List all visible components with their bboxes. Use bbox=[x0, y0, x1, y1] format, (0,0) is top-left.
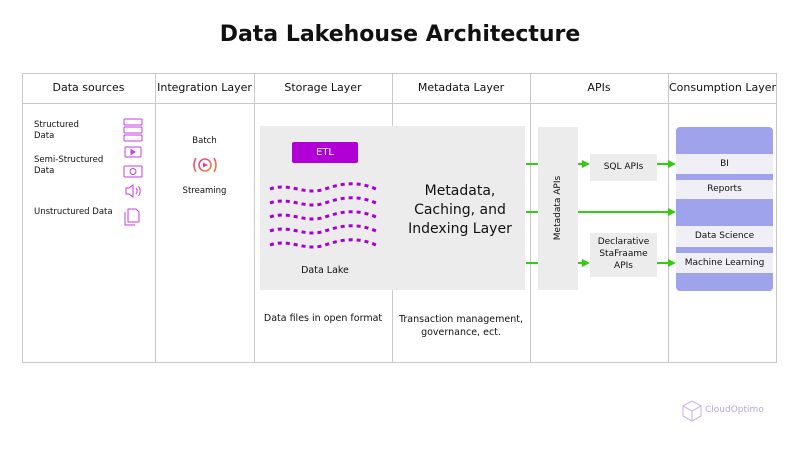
diagram-frame bbox=[22, 73, 777, 363]
brand-name: CloudOptimo bbox=[705, 405, 764, 415]
consumption-machine-learning: Machine Learning bbox=[676, 253, 773, 273]
col-header-integration: Integration Layer bbox=[157, 81, 252, 94]
streaming-label: Streaming bbox=[182, 186, 227, 196]
metadata-layer-label: Metadata, Caching, and Indexing Layer bbox=[408, 183, 512, 237]
column-divider bbox=[668, 73, 669, 363]
column-divider bbox=[530, 73, 531, 363]
database-icon bbox=[123, 118, 143, 142]
col-header-metadata: Metadata Layer bbox=[417, 81, 505, 94]
col-header-consumption: Consumption Layer bbox=[668, 81, 777, 94]
etl-badge: ETL bbox=[292, 142, 358, 163]
col-header-apis: APIs bbox=[587, 81, 611, 94]
batch-label: Batch bbox=[192, 136, 217, 146]
consumption-data-science: Data Science bbox=[676, 226, 773, 247]
storage-caption: Data files in open format bbox=[263, 313, 383, 324]
col-header-storage: Storage Layer bbox=[284, 81, 362, 94]
declarative-apis-box: Declarative StaFraame APIs bbox=[590, 233, 657, 277]
diagram-title: Data Lakehouse Architecture bbox=[219, 22, 581, 47]
column-divider bbox=[155, 73, 156, 363]
audio-icon bbox=[125, 184, 141, 198]
consumption-reports: Reports bbox=[676, 180, 773, 199]
source-semi-structured-label: Semi-Structured Data bbox=[34, 155, 104, 176]
column-divider bbox=[254, 73, 255, 363]
header-divider bbox=[22, 103, 777, 104]
col-header-data-sources: Data sources bbox=[52, 81, 125, 94]
metadata-caption: Transaction management, governance, ect. bbox=[398, 314, 524, 338]
document-icon bbox=[124, 208, 140, 226]
data-lake-label: Data Lake bbox=[301, 265, 349, 276]
source-unstructured-label: Unstructured Data bbox=[34, 207, 113, 217]
source-structured-label: Structured Data bbox=[34, 120, 79, 141]
metadata-apis-box bbox=[538, 127, 578, 290]
video-icon bbox=[124, 146, 142, 158]
sql-apis-box: SQL APIs bbox=[590, 154, 657, 181]
consumption-bi: BI bbox=[676, 154, 773, 174]
camera-icon bbox=[123, 165, 143, 178]
